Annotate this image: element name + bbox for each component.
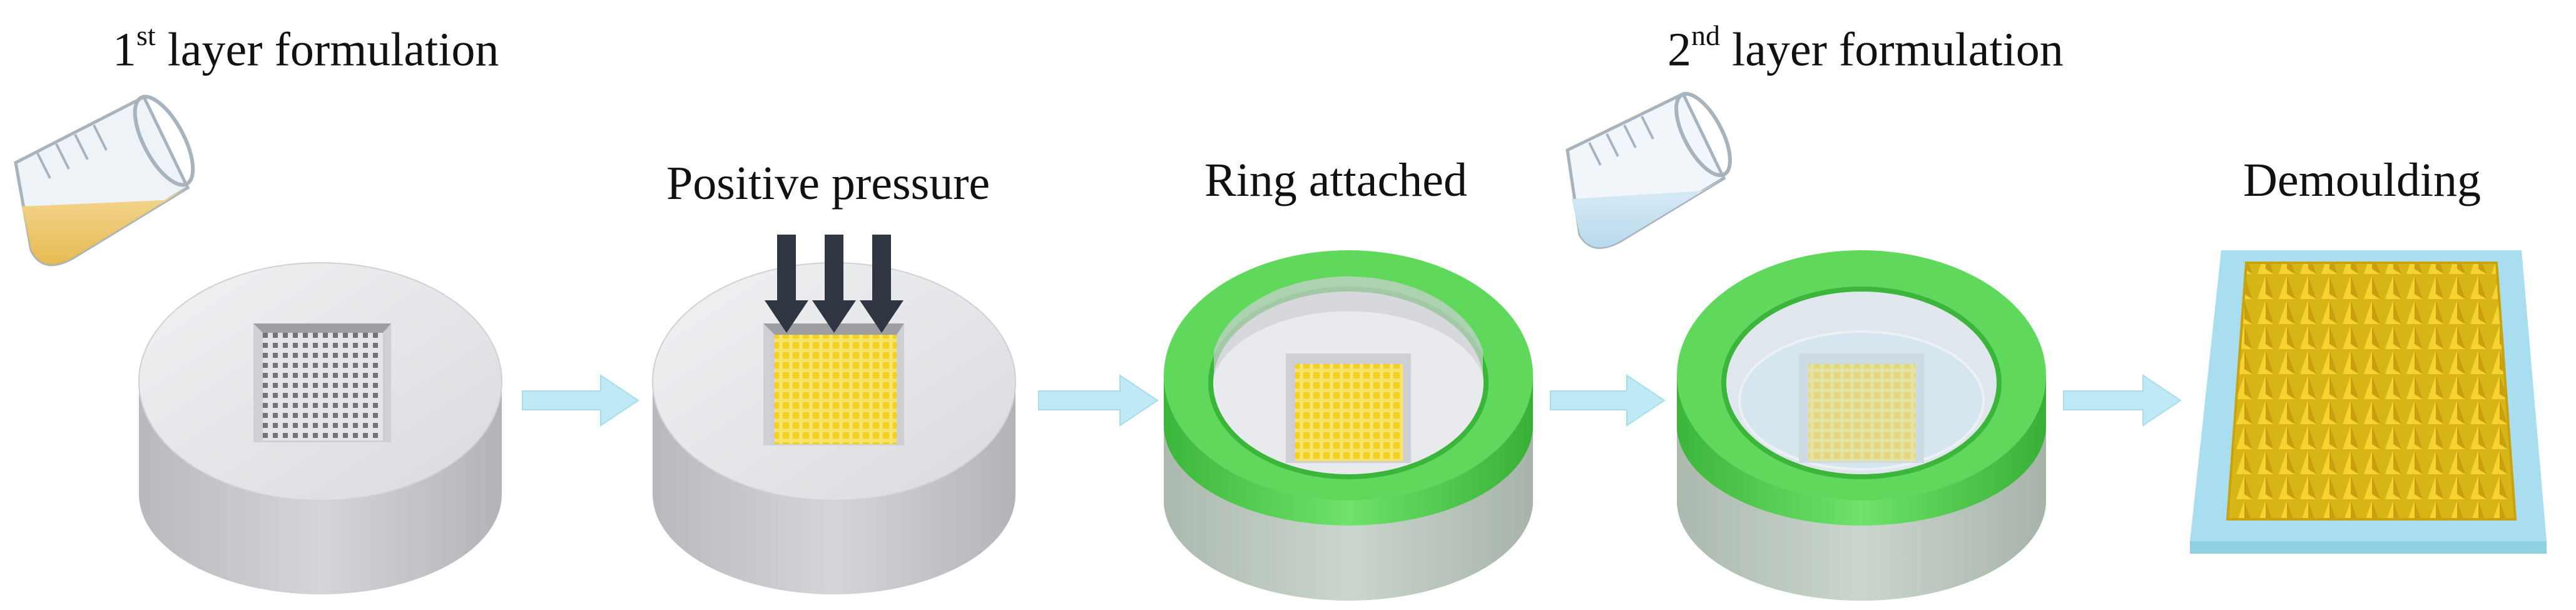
step-1-title: 1st layer formulation bbox=[113, 19, 499, 76]
process-arrow-icon bbox=[1038, 374, 1159, 427]
process-arrow-icon bbox=[1550, 374, 1666, 427]
process-arrow-icon bbox=[522, 374, 639, 427]
ring-step-3 bbox=[1164, 250, 1533, 601]
step-3-title: Ring attached bbox=[1204, 154, 1467, 206]
mould-step-1 bbox=[138, 262, 502, 594]
step-5-title: Demoulding bbox=[2243, 154, 2481, 206]
ring-step-4 bbox=[1677, 250, 2046, 601]
beaker-icon bbox=[14, 94, 195, 267]
beaker-icon bbox=[1565, 91, 1732, 249]
mould-step-2 bbox=[652, 262, 1016, 594]
pressure-arrow-icon bbox=[765, 235, 904, 333]
step-4-title: 2nd layer formulation bbox=[1667, 19, 2064, 76]
step-2-title: Positive pressure bbox=[666, 157, 990, 210]
process-arrow-icon bbox=[2063, 374, 2182, 427]
microneedle-patch bbox=[2190, 250, 2547, 554]
